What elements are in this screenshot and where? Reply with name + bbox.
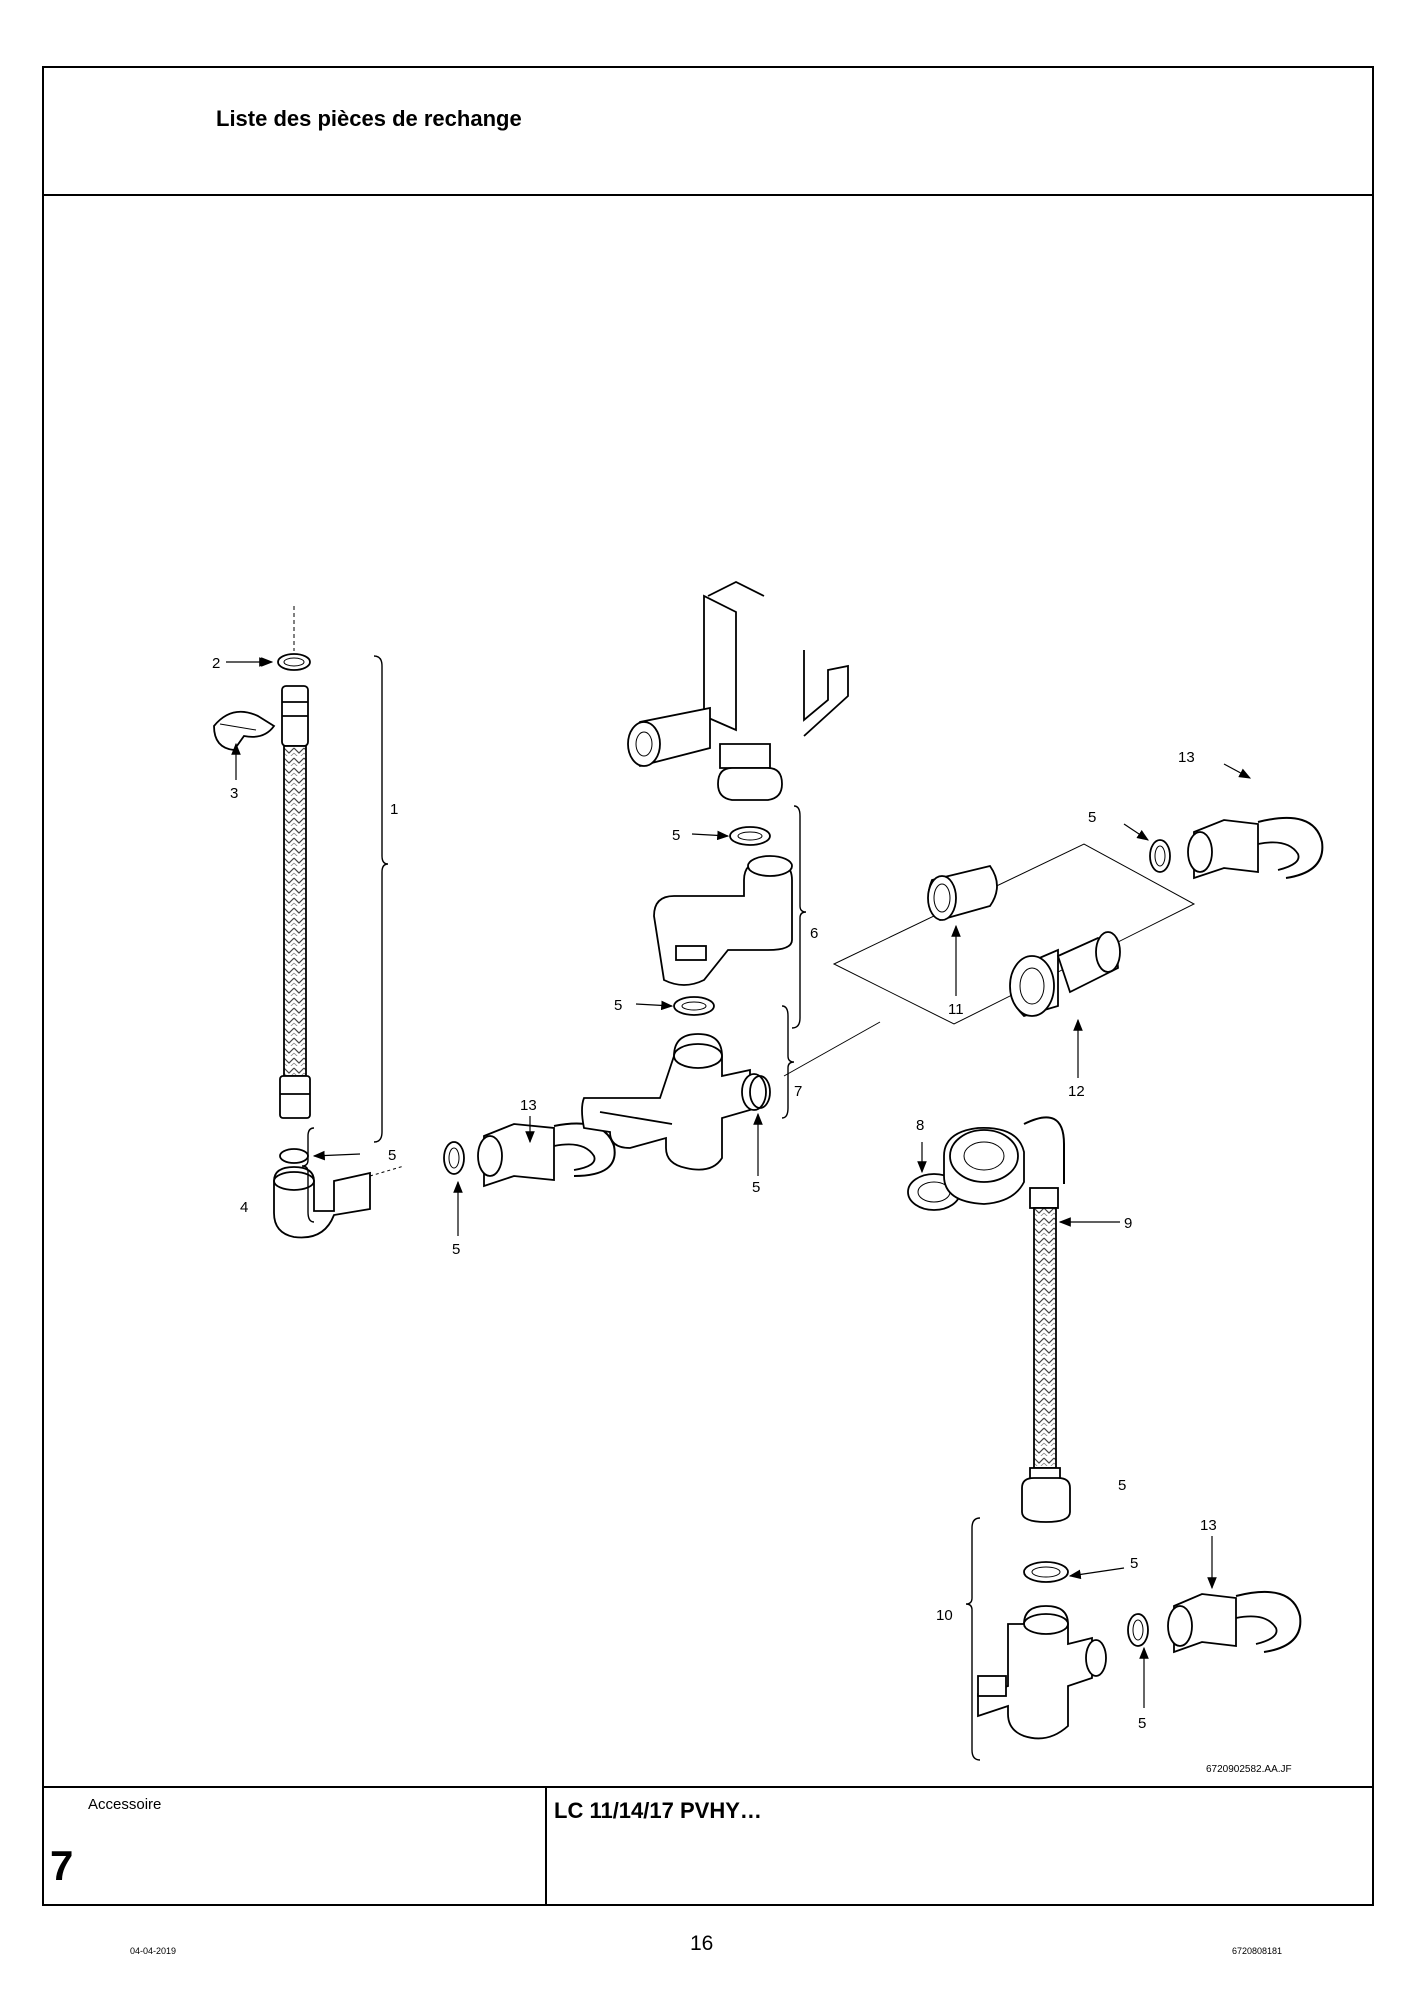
- exploded-parts-diagram: 1 2 3 4 5 5 5 5 5 5 5 5 5 6 7 8 9 10 11 …: [44, 196, 1372, 1786]
- footer-model: LC 11/14/17 PVHY…: [554, 1798, 762, 1823]
- union-nut-top: [717, 767, 783, 801]
- mounting-bracket: [703, 594, 737, 732]
- callout-12: 12: [1068, 1083, 1085, 1100]
- brace-7: [781, 1005, 795, 1119]
- seal-ring-2: [277, 653, 311, 671]
- brace-1: [373, 655, 389, 1143]
- callout-13a: 13: [1178, 749, 1195, 766]
- hose-end-bottom: [279, 1075, 311, 1119]
- callout-1: 1: [390, 801, 398, 818]
- callout-13b: 13: [520, 1097, 537, 1114]
- callout-9: 9: [1124, 1215, 1132, 1232]
- callout-6: 6: [810, 925, 818, 942]
- callout-3: 3: [230, 785, 238, 802]
- brace-6: [791, 805, 807, 1029]
- braided-hose-9: [1033, 1207, 1057, 1469]
- seal-ring-5b: [443, 1141, 465, 1175]
- callout-5i: 5: [1130, 1555, 1138, 1572]
- callout-5g: 5: [1118, 1477, 1126, 1494]
- header-row: Liste des pièces de rechange: [44, 68, 1372, 196]
- callout-5b: 5: [452, 1241, 460, 1258]
- brace-10: [965, 1517, 981, 1761]
- callout-5f: 5: [1088, 809, 1096, 826]
- angle-fitting-6: [653, 859, 793, 986]
- ball-valve-7: [581, 1033, 751, 1171]
- page-title: Liste des pièces de rechange: [216, 106, 522, 131]
- callout-5h: 5: [1138, 1715, 1146, 1732]
- seal-ring-5d: [673, 996, 715, 1016]
- footer-category: Accessoire: [88, 1796, 162, 1813]
- seal-ring-5h: [1127, 1613, 1149, 1647]
- nut-13a: [483, 1123, 555, 1188]
- callout-8: 8: [916, 1117, 924, 1134]
- footer-box: Accessoire 7 LC 11/14/17 PVHY…: [44, 1786, 1372, 1904]
- explode-plane: [832, 843, 1196, 1025]
- page-date: 04-04-2019: [130, 1946, 177, 1956]
- figure-reference: 6720902582.AA.JF: [1206, 1764, 1292, 1775]
- callout-10: 10: [936, 1607, 953, 1624]
- hose-end-9: [1021, 1477, 1071, 1523]
- seal-ring-5f: [1149, 839, 1171, 873]
- diagram-svg: 1 2 3 4 5 5 5 5 5 5 5 5 5 6 7 8 9 10 11 …: [212, 580, 1324, 1775]
- page-number: 16: [690, 1932, 714, 1955]
- clip-3: [213, 710, 276, 751]
- footer-left-cell: Accessoire 7: [44, 1788, 547, 1904]
- brace-4: [301, 1127, 315, 1223]
- seal-ring-5g: [1023, 1561, 1069, 1583]
- callout-13c: 13: [1200, 1517, 1217, 1534]
- seal-ring-5c: [729, 826, 771, 846]
- seal-ring-5e: [749, 1075, 771, 1109]
- braided-hose-1: [283, 745, 307, 1077]
- callout-5d: 5: [614, 997, 622, 1014]
- valve-10: [977, 1605, 1093, 1740]
- callout-11: 11: [948, 1001, 964, 1018]
- callout-5a: 5: [388, 1147, 396, 1164]
- callout-2: 2: [212, 655, 220, 672]
- callout-5c: 5: [672, 827, 680, 844]
- page-frame: Liste des pièces de rechange: [42, 66, 1374, 1906]
- seal-ring-5a: [279, 1148, 309, 1164]
- elbow-fitting-4: [273, 1166, 371, 1239]
- callout-7: 7: [794, 1083, 802, 1100]
- callout-5e: 5: [752, 1179, 760, 1196]
- footer-chapter-number: 7: [50, 1842, 74, 1889]
- callout-4: 4: [240, 1199, 248, 1216]
- document-code: 6720808181: [1232, 1946, 1283, 1956]
